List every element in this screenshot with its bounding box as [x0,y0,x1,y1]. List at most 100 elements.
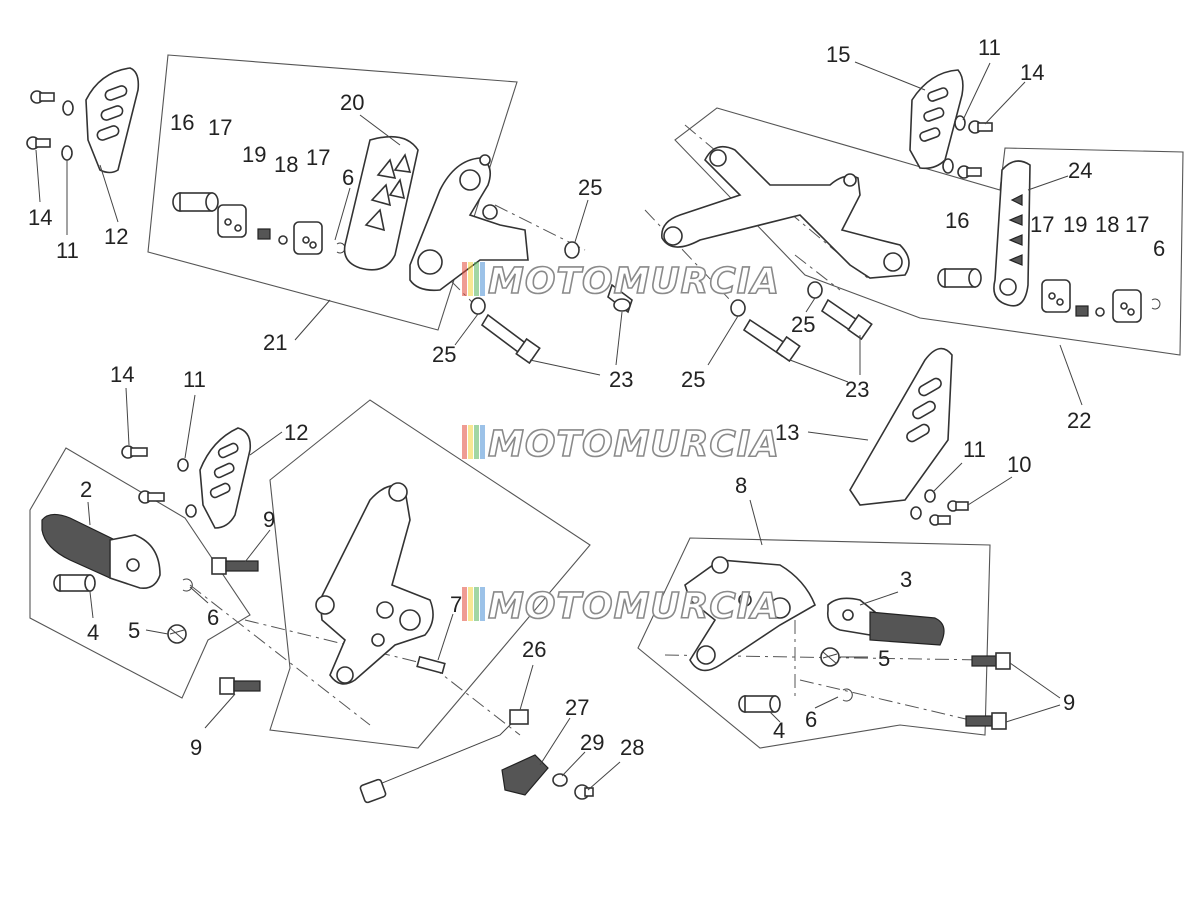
callout-28: 28 [620,735,644,760]
footrest-20-rider-left [343,135,419,271]
callout-16: 16 [170,110,194,135]
callout-17: 17 [1125,212,1149,237]
switch-26 [359,709,529,804]
washer-25-c [730,299,746,317]
pin-4-right [738,695,781,713]
callout-25: 25 [578,175,602,200]
callout-9: 9 [190,735,202,760]
pin-16-right [937,268,982,288]
callout-18: 18 [274,152,298,177]
stud-7 [416,655,446,675]
bolt-9-right-a [971,652,1011,670]
assembly-line [244,619,431,666]
clip-6-mid-right [842,688,853,702]
callout-11: 11 [978,35,1001,60]
watermark-stripe [474,587,479,621]
callout-5: 5 [128,618,140,643]
assembly-line [799,679,971,721]
bolt-23-d [820,298,873,341]
washer-11-top-left [61,100,74,161]
bracket-8-rider-right [684,556,817,672]
callout-4: 4 [773,718,785,743]
pin-16-left [172,192,219,212]
callout-6: 6 [1153,236,1165,261]
washer-25-a [564,241,580,259]
watermark-stripe [474,425,479,459]
callout-4: 4 [87,620,99,645]
callout-9: 9 [1063,690,1075,715]
watermark-stripe [480,587,485,621]
callout-20: 20 [340,90,364,115]
watermark-stripe [462,587,467,621]
callout-12: 12 [284,420,308,445]
callout-17: 17 [1030,212,1054,237]
assembly-line [429,664,521,736]
callout-14: 14 [1020,60,1044,85]
callout-2: 2 [80,477,92,502]
callout-24: 24 [1068,158,1092,183]
watermark-stripe [468,262,473,296]
ball-18-right [1095,307,1105,317]
heel-guard-13-right [849,347,953,506]
callout-12: 12 [104,224,128,249]
screw-14-top-right [957,120,993,179]
bolt-23-a [480,313,541,365]
assembly-line [644,209,731,301]
bolt-9-mid-left-a [211,557,259,575]
callout-17: 17 [306,145,330,170]
watermark-text: MOTOMURCIA [488,424,780,465]
watermark-stripe [480,425,485,459]
bracket-left-rider [409,154,529,292]
screw-14-mid-left [121,445,165,504]
callout-9: 9 [263,507,275,532]
callout-7: 7 [450,592,462,617]
callout-13: 13 [775,420,799,445]
washer-11-mid-left [177,458,197,518]
watermark-logo: MOTOMURCIA [462,260,780,303]
callout-19: 19 [242,142,266,167]
callout-21: 21 [263,330,287,355]
footrest-24-passenger-right [993,160,1031,307]
callout-25: 25 [681,367,705,392]
watermark-stripe [474,262,479,296]
watermark-stripe [468,425,473,459]
plate-17-right-a [1041,279,1071,313]
plate-17-right-b [1112,289,1142,323]
watermark-text: MOTOMURCIA [488,586,780,627]
callout-22: 22 [1067,408,1091,433]
heel-guard-15 [909,69,964,170]
callout-8: 8 [735,473,747,498]
callout-11: 11 [56,238,79,263]
callout-6: 6 [207,605,219,630]
screw-10-mid-right [929,500,969,526]
group-outline-21 [147,54,518,331]
heel-guard-left-top [85,67,140,174]
group-outline-right-footrest [637,537,991,749]
callout-25: 25 [432,342,456,367]
assembly-line [794,254,841,291]
bolt-9-mid-left-b [219,677,261,695]
callout-26: 26 [522,637,546,662]
callout-16: 16 [945,208,969,233]
washer-25-b [470,297,486,315]
spring-19-left [257,228,271,240]
plate-17-left-b [293,221,323,255]
bolt-23-c [742,318,801,363]
group-outline-left-bracket [269,399,591,749]
spring-5-left [167,624,187,644]
watermark-stripe [462,262,467,296]
callout-27: 27 [565,695,589,720]
watermark-logo: MOTOMURCIA [462,423,780,466]
washer-25-d [807,281,823,299]
screw-14-top-left [26,90,55,150]
screw-28 [574,784,594,800]
spring-19-right [1075,305,1089,317]
callout-10: 10 [1007,452,1031,477]
spring-5-right [820,647,840,667]
callout-18: 18 [1095,212,1119,237]
callout-14: 14 [110,362,134,387]
group-outline-left-footrest [29,447,251,699]
assembly-line [189,584,371,726]
callout-6: 6 [342,165,354,190]
